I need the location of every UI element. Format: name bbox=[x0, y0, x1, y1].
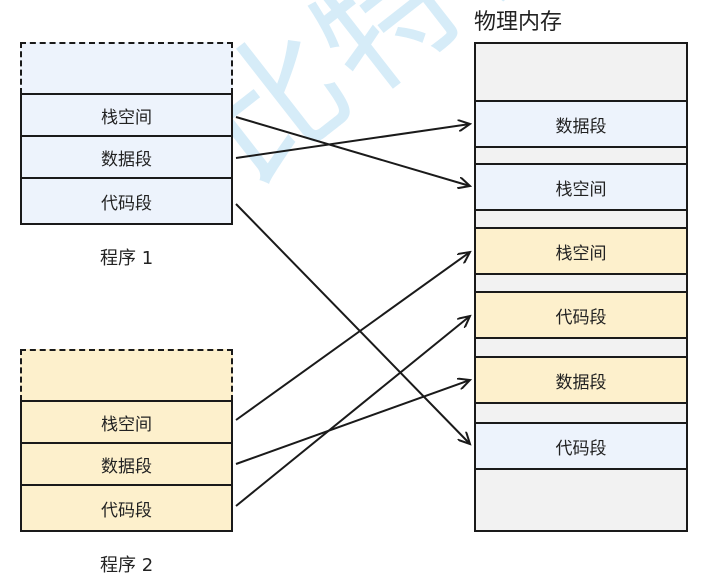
program1-free-area bbox=[20, 42, 233, 94]
program2-label: 程序 2 bbox=[100, 555, 154, 576]
arrow-p1-stack bbox=[235, 116, 470, 186]
program2-data-label: 数据段 bbox=[101, 456, 152, 477]
memory-segment-6-label: 代码段 bbox=[555, 438, 607, 459]
program1-data-label: 数据段 bbox=[101, 149, 152, 170]
program2-stack-segment: 栈空间 bbox=[20, 400, 233, 444]
arrow-p1-code bbox=[235, 203, 470, 444]
program2-free-area bbox=[20, 349, 233, 401]
program2-code-label: 代码段 bbox=[101, 500, 152, 521]
memory-segment-4-label: 代码段 bbox=[555, 307, 607, 328]
program2-stack-label: 栈空间 bbox=[101, 414, 152, 435]
program1-label: 程序 1 bbox=[100, 248, 154, 269]
arrow-p2-stack bbox=[235, 252, 470, 421]
memory-segment-3: 栈空间 bbox=[474, 227, 688, 275]
memory-segment-1-label: 数据段 bbox=[555, 116, 607, 137]
memory-segment-2-label: 栈空间 bbox=[555, 179, 607, 200]
memory-segment-2: 栈空间 bbox=[474, 163, 688, 211]
memory-title: 物理内存 bbox=[474, 10, 563, 35]
memory-segment-6: 代码段 bbox=[474, 422, 688, 470]
memory-segment-5-label: 数据段 bbox=[555, 372, 607, 393]
arrow-p1-data bbox=[235, 124, 470, 159]
arrow-p2-code bbox=[235, 316, 470, 507]
program1-stack-segment: 栈空间 bbox=[20, 93, 233, 137]
program1-stack-label: 栈空间 bbox=[101, 107, 152, 128]
memory-segment-5: 数据段 bbox=[474, 356, 688, 404]
program2-code-segment: 代码段 bbox=[20, 484, 233, 532]
program1-code-segment: 代码段 bbox=[20, 177, 233, 225]
arrow-p2-data bbox=[235, 380, 470, 465]
memory-segment-3-label: 栈空间 bbox=[555, 243, 607, 264]
memory-segment-4: 代码段 bbox=[474, 291, 688, 339]
program1-code-label: 代码段 bbox=[101, 193, 152, 214]
memory-segment-1: 数据段 bbox=[474, 100, 688, 148]
